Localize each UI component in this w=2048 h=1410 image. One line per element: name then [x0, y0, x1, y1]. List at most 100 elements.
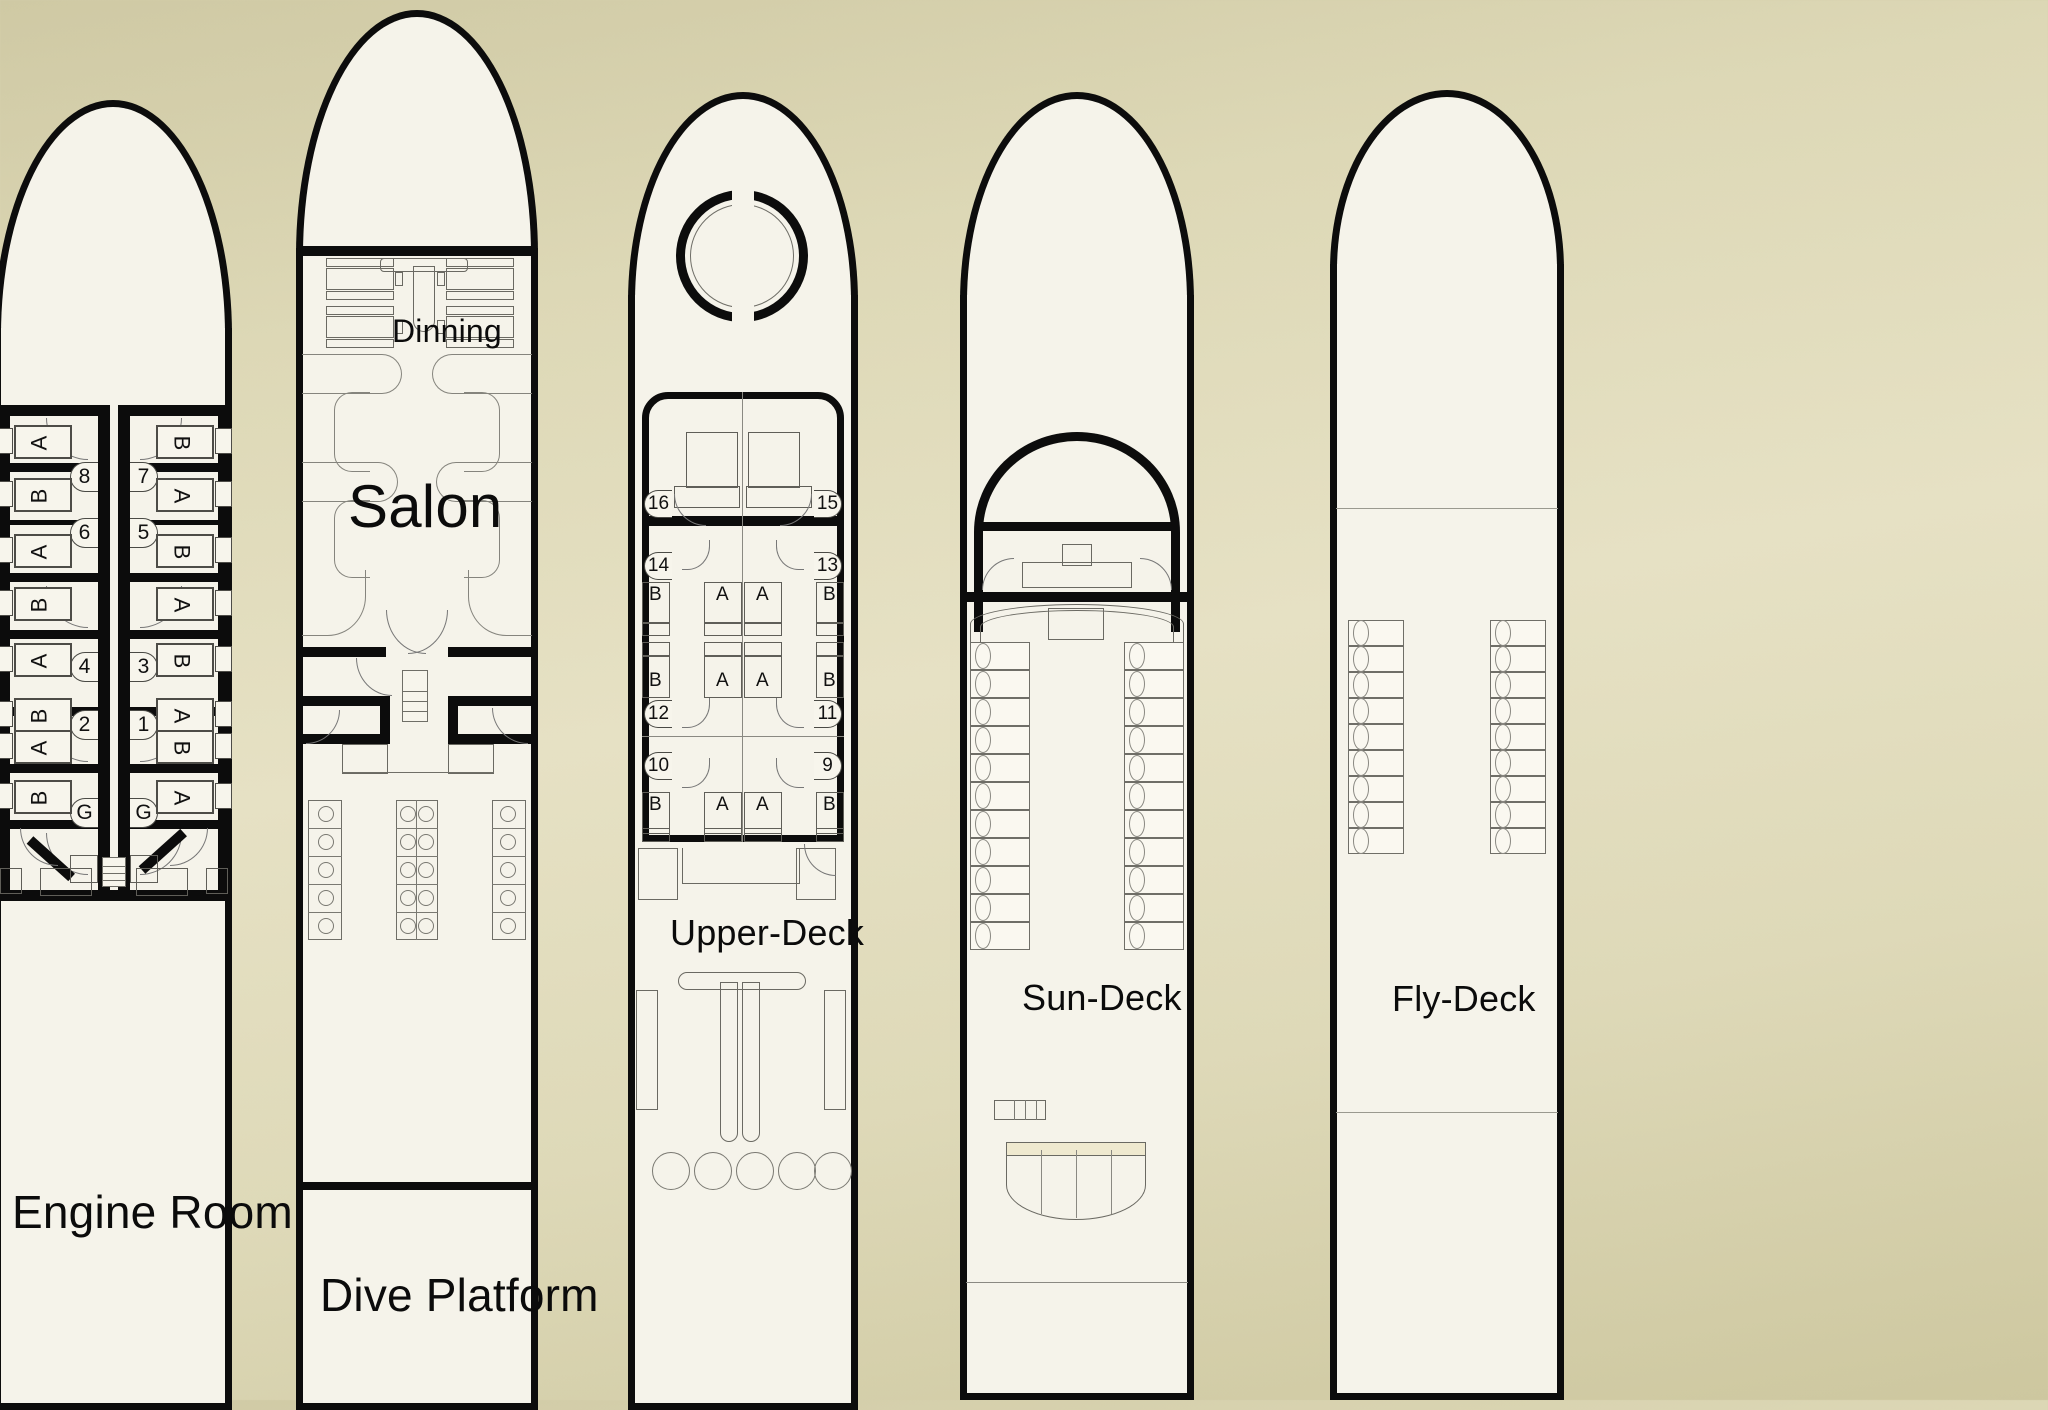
bar-counter-stem: [413, 266, 435, 332]
engine-room-stairs: [102, 857, 126, 887]
salon-sofa-port: [302, 354, 402, 394]
canopy-center-block: [1048, 608, 1104, 640]
dining-chair-row: [326, 339, 394, 348]
bed-label-b: B: [169, 740, 195, 756]
dive-deck-step-port: [342, 744, 388, 774]
deck-upper: 16 15 14 13 B A A B B A A B 12 1: [628, 92, 864, 1410]
salon-sofa-port-2: [334, 392, 370, 472]
bed-label-9-b: B: [823, 794, 836, 815]
bed-block: [14, 780, 72, 814]
nightstand: [215, 590, 232, 616]
cabin-divider: [130, 820, 228, 829]
cabin-16-15-aft-wall: [642, 516, 844, 526]
bed-11-b: [816, 656, 844, 698]
helm-seat: [1062, 544, 1092, 566]
nightstand: [0, 733, 13, 759]
bed-label-a: A: [26, 544, 52, 560]
canopy-curve: [970, 604, 1184, 644]
nightstand: [0, 701, 13, 727]
nightstand: [642, 622, 670, 636]
scuba-tank: [318, 890, 334, 906]
sun-lounger: [1124, 670, 1184, 698]
fender: [694, 1152, 732, 1190]
sun-lounger: [970, 782, 1030, 810]
sun-lounger: [970, 754, 1030, 782]
sun-lounger: [1124, 894, 1184, 922]
nightstand: [704, 642, 742, 656]
bed-9-b: [816, 792, 844, 834]
aft-bench-split: [1041, 1150, 1042, 1214]
dining-chair-head: [437, 320, 445, 334]
sun-lounger: [1124, 642, 1184, 670]
sun-lounger: [970, 698, 1030, 726]
cabin-divider: [130, 520, 228, 525]
lockerroom-bottom-port: [302, 734, 390, 744]
bed-15: [748, 432, 800, 488]
bed-label-12-a: A: [716, 670, 729, 691]
bed-label-a: A: [169, 708, 195, 724]
scuba-tank: [418, 834, 434, 850]
scuba-tank: [418, 862, 434, 878]
lobby-bulkhead-stbd: [450, 696, 532, 706]
tank-rack-port: [308, 800, 342, 940]
dining-chair-head: [395, 320, 403, 334]
fly-lounger: [1490, 698, 1546, 724]
fly-lounger: [1490, 828, 1546, 854]
sun-lounger: [970, 670, 1030, 698]
bed-label-a: A: [169, 488, 195, 504]
tank-rack-divider: [396, 828, 438, 829]
dining-table: [446, 316, 514, 338]
bed-label-a: A: [26, 740, 52, 756]
scuba-tank: [400, 834, 416, 850]
bed-block: [156, 643, 214, 677]
bed-12-a: [704, 656, 742, 698]
cabin-divider: [130, 630, 228, 639]
bed-label-9-a: A: [756, 794, 769, 815]
cabin-divider: [0, 573, 98, 582]
sun-lounger: [1124, 726, 1184, 754]
scuba-tank: [400, 918, 416, 934]
bed-label-a: A: [169, 597, 195, 613]
bed-block: [156, 587, 214, 621]
nightstand: [816, 622, 844, 636]
aft-bench-split: [1076, 1150, 1077, 1218]
cabin-number-15: 15: [814, 490, 842, 518]
bridge-bulkhead: [976, 522, 1178, 531]
cabin-number-3: 3: [130, 652, 158, 682]
salon-sofa-stbd-5: [468, 570, 532, 636]
tank-rack-stbd: [492, 800, 526, 940]
dining-chair-row: [326, 291, 394, 300]
lockerroom-wall-stbd: [448, 696, 458, 744]
deck-salon: Dinning Salon: [296, 10, 598, 1410]
tank-rack-divider: [396, 912, 438, 913]
tank-rack-divider: [492, 828, 526, 829]
bed-block: [14, 425, 72, 459]
bed-block: [156, 698, 214, 732]
nightstand: [744, 828, 782, 842]
tank-rack-divider: [492, 912, 526, 913]
salon-sofa-stbd-2: [464, 392, 500, 472]
fly-lounger: [1348, 672, 1404, 698]
crew-head-stbd: [206, 868, 228, 894]
tank-rack-divider: [396, 884, 438, 885]
fender: [814, 1152, 852, 1190]
cabin-divider: [0, 820, 98, 829]
fly-lounger: [1348, 724, 1404, 750]
bed-label-a: A: [169, 790, 195, 806]
fly-lounger: [1490, 620, 1546, 646]
bed-11-a: [744, 656, 782, 698]
bed-9-a: [744, 792, 782, 834]
shower-port: [70, 855, 98, 883]
nightstand: [215, 646, 232, 672]
aft-bench-stbd: [824, 990, 846, 1110]
bridge-dome: [974, 432, 1180, 632]
bed-label-b: B: [169, 435, 195, 451]
cabin-divider: [0, 764, 98, 773]
hull-bow-fly: [1330, 90, 1564, 270]
lockerroom-wall-port: [380, 696, 390, 744]
bed-label-14-b: B: [649, 584, 662, 605]
deck-label-fly-deck: Fly-Deck: [1392, 978, 1536, 1019]
fly-lounger: [1490, 750, 1546, 776]
bed-label-11-a: A: [756, 670, 769, 691]
mast-ring-gap: [732, 188, 754, 328]
